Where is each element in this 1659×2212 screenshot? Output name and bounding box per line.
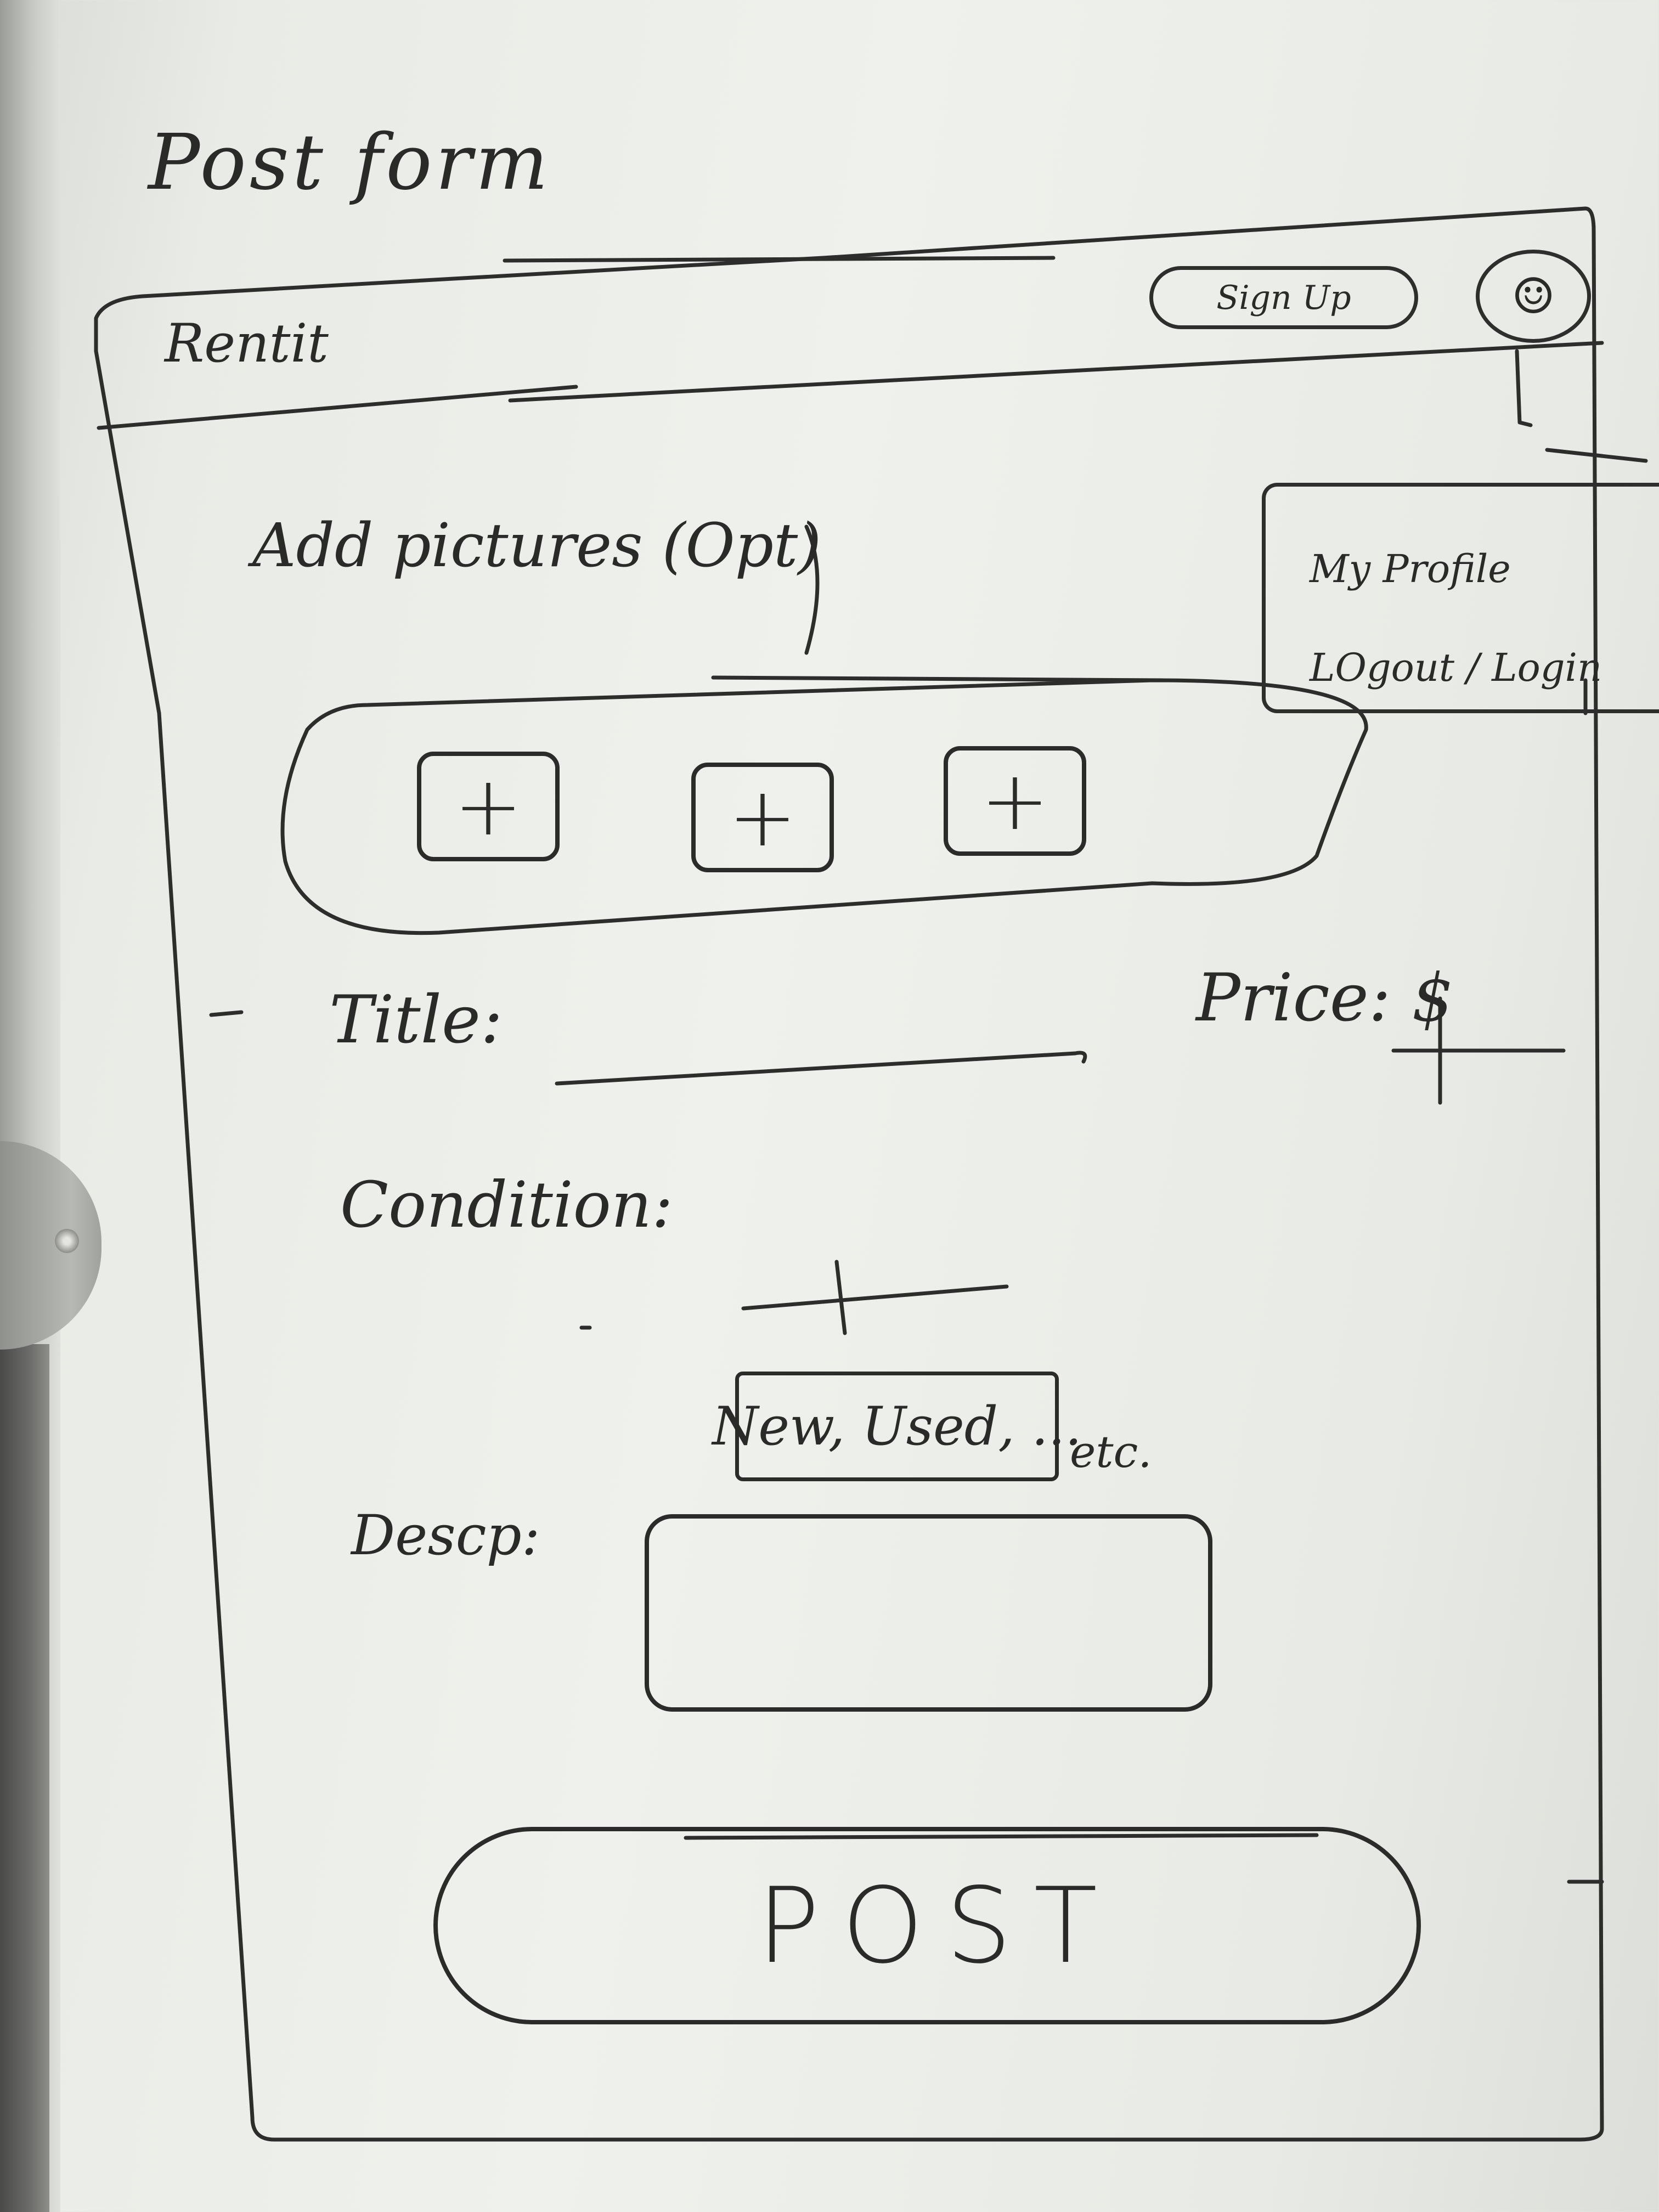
plus-icon: + (728, 770, 797, 865)
add-picture-button-3[interactable]: + (944, 746, 1086, 856)
header-divider (97, 341, 1604, 430)
post-button-top (684, 1833, 1319, 1840)
add-picture-button-1[interactable]: + (417, 752, 560, 861)
condition-label: Condition: (340, 1169, 673, 1242)
title-input-line (555, 1051, 1087, 1086)
menu-connector (1545, 448, 1648, 715)
add-pictures-label: Add pictures (Opt) (252, 510, 822, 580)
price-label: Price: $ (1196, 960, 1454, 1036)
plus-icon: + (454, 759, 523, 854)
signup-button[interactable]: Sign Up (1149, 266, 1418, 329)
condition-options: New, Used, ... (712, 1396, 1082, 1457)
hinge-screw (55, 1229, 79, 1253)
condition-suffix: etc. (1070, 1426, 1152, 1477)
profile-dropdown-menu: My Profile LOgout / Login (1262, 483, 1659, 713)
description-textarea[interactable] (645, 1514, 1212, 1712)
phone-outline (94, 206, 1604, 2142)
door-frame (0, 1344, 49, 2212)
avatar-dropdown-pointer (1515, 349, 1533, 427)
page-title: Post form (148, 118, 552, 207)
header-top-line (503, 256, 1056, 263)
post-button[interactable]: POST (433, 1827, 1421, 2024)
avatar-button[interactable]: ☺ (1476, 250, 1591, 343)
title-label: Title: (329, 982, 503, 1058)
price-input-line (1391, 996, 1566, 1105)
add-picture-button-2[interactable]: + (691, 763, 834, 872)
user-icon: ☺ (1511, 267, 1556, 325)
plus-icon: + (980, 753, 1049, 849)
signup-label: Sign Up (1216, 278, 1351, 317)
condition-dropdown-line (741, 1260, 1009, 1335)
post-button-label: POST (757, 1865, 1120, 1987)
menu-item-my-profile[interactable]: My Profile (1310, 546, 1511, 591)
brand-logo[interactable]: Rentit (165, 313, 329, 374)
condition-options-box[interactable]: New, Used, ... (712, 1372, 1082, 1481)
add-pictures-underline (711, 524, 1165, 682)
description-label: Descp: (351, 1503, 540, 1567)
menu-item-logout-login[interactable]: LOgout / Login (1310, 645, 1602, 690)
